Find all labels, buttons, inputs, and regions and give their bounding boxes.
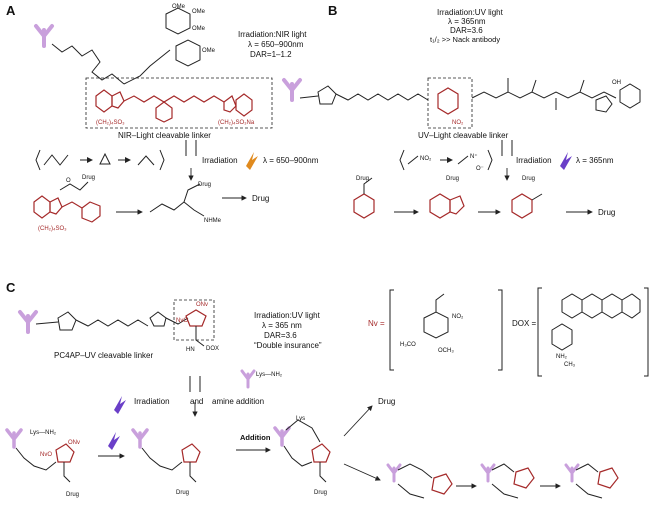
pc4ap-box bbox=[173, 299, 215, 341]
panel-c: C ONv NvO DOX HN PC4AP–UV cleavable link… bbox=[5, 280, 649, 499]
b-drug-1: Drug bbox=[356, 176, 369, 182]
c-lys-adduct: Lys bbox=[296, 416, 305, 422]
c-drug-release: Drug bbox=[378, 397, 395, 406]
panel-c-letter: C bbox=[6, 280, 16, 295]
b-oh: OH bbox=[612, 80, 621, 86]
b-irradiation: Irradiation bbox=[516, 156, 552, 165]
a-irradiation: Irradiation bbox=[202, 156, 238, 165]
c-drug-b: Drug bbox=[176, 490, 189, 496]
b-drug-3: Drug bbox=[522, 176, 535, 182]
nir-light-icon bbox=[246, 152, 258, 170]
c-och3: OCH₃ bbox=[438, 348, 454, 354]
c-amine: amine addition bbox=[212, 397, 264, 406]
b-drug-2: Drug bbox=[446, 176, 459, 182]
c-cyclization-2 bbox=[480, 463, 535, 499]
ome-label: OMe bbox=[172, 4, 186, 10]
c-dox-small: DOX bbox=[206, 346, 219, 352]
panel-b: B Irradiation:UV light λ = 365nm DAR=3.6… bbox=[282, 3, 641, 219]
c-final-pyrrole bbox=[564, 463, 619, 499]
c-cond-3: DAR=3.6 bbox=[264, 331, 297, 340]
panel-a-letter: A bbox=[6, 3, 16, 18]
antibody-icon bbox=[34, 24, 54, 48]
a-cond-2: λ = 650–900nm bbox=[248, 40, 304, 49]
c-nvo: NvO bbox=[40, 452, 52, 458]
dox-structure bbox=[551, 293, 641, 351]
svg-text:NvO: NvO bbox=[176, 318, 188, 324]
svg-text:OMe: OMe bbox=[192, 26, 206, 32]
a-cond-1: Irradiation:NIR light bbox=[238, 30, 307, 39]
c-linker-label: PC4AP–UV cleavable linker bbox=[54, 351, 153, 360]
c-nv-label: Nv = bbox=[368, 319, 385, 328]
c-cond-1: Irradiation:UV light bbox=[254, 311, 321, 320]
c-lys-antibody-icon bbox=[240, 369, 256, 389]
c-nv-no2: NO₂ bbox=[452, 314, 464, 320]
a-product-indolium bbox=[33, 181, 101, 223]
sulfo-left: (CH₂)₄SO₃ bbox=[96, 120, 125, 126]
cyanine-dye bbox=[95, 89, 253, 123]
svg-text:OMe: OMe bbox=[192, 9, 206, 15]
b-product-2 bbox=[429, 193, 465, 219]
c-deprotected-conjugate bbox=[131, 428, 201, 483]
c-ch3: CH₃ bbox=[564, 362, 576, 368]
c-uv-icon-2 bbox=[108, 432, 120, 450]
b-antibody-icon bbox=[282, 78, 302, 102]
svg-text:OMe: OMe bbox=[202, 48, 216, 54]
a-sulfo-product: (CH₂)₄SO₃ bbox=[38, 226, 67, 232]
c-h3co: H₃CO bbox=[400, 342, 416, 348]
c-irradiation: Irradiation bbox=[134, 397, 170, 406]
b-cond-3: DAR=3.6 bbox=[450, 26, 483, 35]
b-cond-4: t₁/₂ >> Nack antibody bbox=[430, 35, 500, 44]
c-and: and bbox=[190, 397, 203, 406]
c-adduct bbox=[273, 419, 331, 483]
a-linker-label: NIR–Light cleavable linker bbox=[118, 131, 211, 140]
panel-b-letter: B bbox=[328, 3, 337, 18]
svg-text:HN: HN bbox=[186, 347, 195, 353]
c-lysnh2-top: Lys—NH₂ bbox=[256, 372, 283, 378]
b-nitrobenzyl bbox=[437, 87, 459, 115]
c-lysnh2-bottom: Lys—NH₂ bbox=[30, 430, 57, 436]
a-drug-1: Drug bbox=[82, 175, 95, 181]
b-product-1 bbox=[353, 177, 375, 219]
c-antibody-icon bbox=[18, 310, 38, 334]
svg-text:NO₂: NO₂ bbox=[420, 156, 432, 162]
a-drug-2: Drug bbox=[198, 182, 211, 188]
nir-linker-box bbox=[85, 77, 273, 129]
svg-text:O: O bbox=[66, 178, 71, 184]
c-drug-a: Drug bbox=[66, 492, 79, 498]
b-cond-2: λ = 365nm bbox=[448, 17, 486, 26]
b-wave: λ = 365nm bbox=[576, 156, 614, 165]
svg-text:O⁻: O⁻ bbox=[476, 166, 484, 172]
svg-text:ONv: ONv bbox=[68, 440, 80, 446]
c-drug-c: Drug bbox=[314, 490, 327, 496]
nv-structure bbox=[423, 293, 449, 339]
c-cond-2: λ = 365 nm bbox=[262, 321, 302, 330]
b-drug-4: Drug bbox=[598, 208, 615, 217]
c-addition: Addition bbox=[240, 433, 271, 442]
uv-light-icon bbox=[560, 152, 572, 170]
b-linker-label: UV–Light cleavable linker bbox=[418, 131, 509, 140]
c-nh2: NH₂ bbox=[556, 354, 568, 360]
c-onv: ONv bbox=[196, 302, 208, 308]
a-nhme: NHMe bbox=[204, 218, 222, 224]
a-drug-3: Drug bbox=[252, 194, 269, 203]
c-dox-label: DOX = bbox=[512, 319, 537, 328]
sulfo-right: (CH₂)₄SO₃Na bbox=[218, 120, 255, 126]
c-uv-icon bbox=[114, 396, 126, 414]
a-product-amine bbox=[149, 183, 205, 217]
b-no2: NO₂ bbox=[452, 120, 464, 126]
c-cond-4: “Double insurance” bbox=[254, 341, 322, 350]
a-wave: λ = 650–900nm bbox=[263, 156, 319, 165]
b-product-3 bbox=[511, 193, 543, 219]
panel-a: A OMe OMe OMe OMe Irradiation:NIR light … bbox=[6, 3, 319, 232]
c-start-conjugate bbox=[5, 428, 75, 483]
a-cond-3: DAR=1–1.2 bbox=[250, 50, 292, 59]
c-cyclization-1 bbox=[386, 463, 453, 499]
b-cond-1: Irradiation:UV light bbox=[437, 8, 504, 17]
svg-text:N⁺: N⁺ bbox=[470, 153, 478, 160]
uv-linker-box bbox=[427, 77, 473, 129]
